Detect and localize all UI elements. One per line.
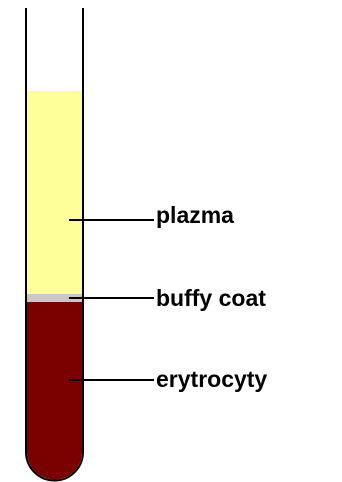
plasma-layer xyxy=(27,91,82,294)
erythrocytes-layer xyxy=(27,302,82,480)
plasma-label: plazma xyxy=(156,204,234,227)
buffy-coat-label: buffy coat xyxy=(156,287,266,310)
erythrocytes-label: erytrocyty xyxy=(156,368,267,391)
